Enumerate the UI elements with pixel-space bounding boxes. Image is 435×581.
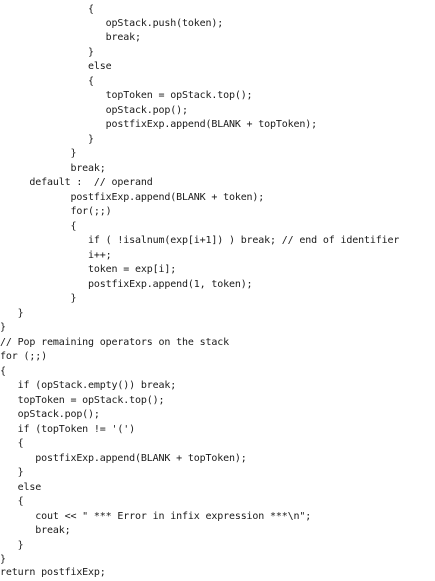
code-line: default : // operand — [0, 177, 153, 188]
code-line: } — [0, 467, 24, 478]
code-line: topToken = opStack.top(); — [0, 395, 165, 406]
code-line: for (;;) — [0, 351, 47, 362]
code-line: token = exp[i]; — [0, 264, 177, 275]
code-line: return postfixExp; — [0, 567, 106, 578]
code-line: } — [0, 540, 24, 551]
code-line: } — [0, 148, 77, 159]
code-line: { — [0, 496, 24, 507]
code-line: else — [0, 482, 42, 493]
code-line: else — [0, 61, 112, 72]
code-line: break; — [0, 32, 141, 43]
code-line: // Pop remaining operators on the stack — [0, 337, 229, 348]
code-line: break; — [0, 163, 106, 174]
code-line: postfixExp.append(1, token); — [0, 279, 253, 290]
code-line: } — [0, 293, 77, 304]
code-line: { — [0, 76, 94, 87]
code-line: postfixExp.append(BLANK + token); — [0, 192, 265, 203]
code-line: { — [0, 366, 6, 377]
code-line: opStack.pop(); — [0, 409, 100, 420]
code-line: { — [0, 4, 94, 15]
code-line: postfixExp.append(BLANK + topToken); — [0, 453, 247, 464]
code-line: postfixExp.append(BLANK + topToken); — [0, 119, 318, 130]
code-line: opStack.push(token); — [0, 18, 224, 29]
code-line: } — [0, 554, 6, 565]
code-line: { — [0, 438, 24, 449]
code-line: opStack.pop(); — [0, 105, 188, 116]
code-line: for(;;) — [0, 206, 112, 217]
code-line: i++; — [0, 250, 112, 261]
code-line: if ( !isalnum(exp[i+1]) ) break; // end … — [0, 235, 400, 246]
code-line: } — [0, 308, 24, 319]
code-line: } — [0, 322, 6, 333]
code-line: } — [0, 134, 94, 145]
code-line: { — [0, 221, 77, 232]
code-line: if (topToken != '(') — [0, 424, 136, 435]
code-line: topToken = opStack.top(); — [0, 90, 253, 101]
code-line: } — [0, 47, 94, 58]
code-line: cout << " *** Error in infix expression … — [0, 511, 312, 522]
code-line: if (opStack.empty()) break; — [0, 380, 177, 391]
code-line: break; — [0, 525, 71, 536]
